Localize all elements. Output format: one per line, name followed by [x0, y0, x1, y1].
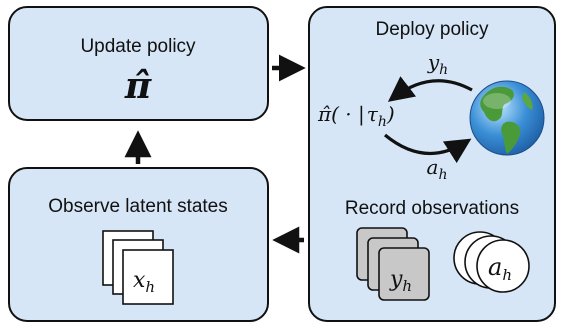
observe-latent-box: Observe latent states xh: [8, 167, 269, 322]
latent-state-cards: xh: [102, 230, 174, 305]
latent-card-label: xh: [133, 268, 155, 296]
observation-arrow-label: yh: [427, 50, 448, 78]
deploy-policy-title: Deploy policy: [376, 19, 489, 40]
update-policy-title: Update policy: [80, 36, 196, 57]
action-discs: ah: [453, 231, 530, 293]
observation-cards: yh: [356, 227, 430, 301]
observation-arrow: [387, 76, 473, 102]
action-arrow: [383, 133, 472, 164]
action-arrow-label: ah: [427, 155, 448, 183]
policy-expression: π̂( · |τh): [317, 102, 395, 130]
deploy-policy-box: Deploy policy yh π̂( · |τh) ah Record ob…: [308, 6, 556, 322]
policy-symbol: π̂: [124, 65, 152, 107]
observe-latent-title: Observe latent states: [48, 196, 228, 217]
globe-icon: [469, 80, 545, 156]
observation-card-label: yh: [389, 267, 412, 295]
action-disc-label: ah: [488, 253, 512, 284]
record-observations-title: Record observations: [345, 198, 519, 219]
update-policy-box: Update policy π̂: [8, 6, 269, 121]
